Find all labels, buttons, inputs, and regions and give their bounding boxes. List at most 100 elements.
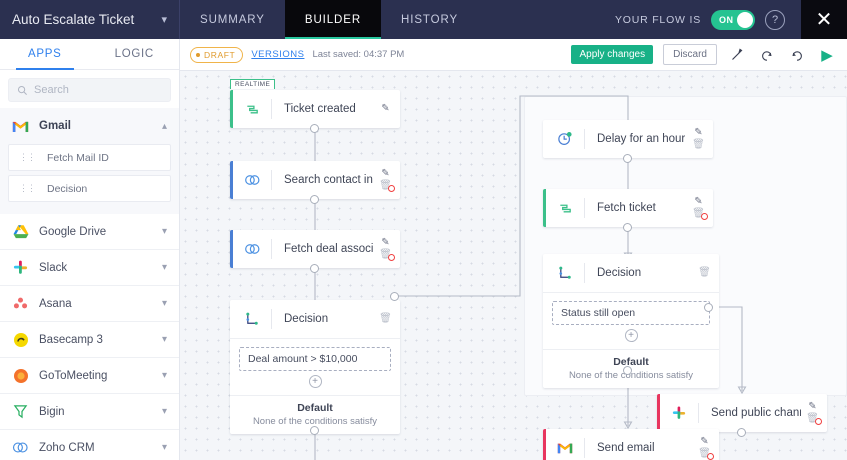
toggle-state-label: ON <box>719 14 734 25</box>
flow-node-fetch-deal-associated[interactable]: Fetch deal associated ... ✎ 🗑 <box>230 230 400 268</box>
edit-icon[interactable]: ✎ <box>694 127 703 138</box>
node-output-port[interactable] <box>310 264 319 273</box>
undo-icon[interactable] <box>757 45 777 65</box>
versions-link[interactable]: VERSIONS <box>251 49 305 60</box>
delete-icon[interactable]: 🗑 <box>379 249 392 260</box>
default-title: Default <box>297 402 333 414</box>
delete-icon[interactable]: 🗑 <box>806 413 819 424</box>
sidebar-item-gotomeeting[interactable]: GoToMeeting ▾ <box>0 358 179 394</box>
app-name-label: Zoho CRM <box>39 441 95 454</box>
node-actions: ✎ 🗑 <box>687 189 713 227</box>
bigin-icon <box>12 403 29 420</box>
flow-enable-toggle[interactable]: ON <box>711 9 755 30</box>
sidebar-tab-logic[interactable]: LOGIC <box>90 39 180 69</box>
sidebar-item-asana[interactable]: Asana ▾ <box>0 286 179 322</box>
decision-default-port[interactable] <box>623 366 632 375</box>
chevron-down-icon: ▾ <box>161 262 167 273</box>
play-icon[interactable]: ▶ <box>821 46 833 64</box>
edit-icon[interactable]: ✎ <box>381 168 390 179</box>
condition-chip[interactable]: Deal amount > $10,000 <box>239 347 391 371</box>
flow-node-delay-for-an-hour[interactable]: Delay for an hour ✎ 🗑 <box>543 120 713 158</box>
flow-node-decision-left[interactable]: Decision 🗑 Deal amount > $10,000 + Defau… <box>230 300 400 434</box>
flow-state-label: YOUR FLOW IS <box>614 13 701 26</box>
flow-node-send-public-channel-message[interactable]: Send public channel m... ✎ 🗑 <box>657 394 827 432</box>
asana-icon <box>12 295 29 312</box>
sidebar-item-slack[interactable]: Slack ▾ <box>0 250 179 286</box>
edit-icon[interactable]: ✎ <box>694 196 703 207</box>
decision-default-branch: Default None of the conditions satisfy <box>230 395 400 434</box>
flow-node-search-contact-in-crm[interactable]: Search contact in CRM ✎ 🗑 <box>230 161 400 199</box>
top-tab-group: SUMMARY BUILDER HISTORY <box>180 0 478 39</box>
flow-node-fetch-ticket[interactable]: Fetch ticket ✎ 🗑 <box>543 189 713 227</box>
edit-icon[interactable]: ✎ <box>808 401 817 412</box>
list-item[interactable]: ⋮⋮ Fetch Mail ID <box>8 144 171 171</box>
search-input[interactable]: Search <box>8 78 171 102</box>
delete-icon[interactable]: 🗑 <box>692 208 705 219</box>
node-accent-bar <box>230 230 233 268</box>
apply-changes-button[interactable]: Apply changes <box>571 45 654 64</box>
node-divider <box>271 239 272 259</box>
decision-condition-port[interactable] <box>390 292 399 301</box>
chevron-down-icon: ▾ <box>161 334 167 345</box>
drag-handle-icon[interactable]: ⋮⋮ <box>19 183 36 193</box>
tab-builder[interactable]: BUILDER <box>284 0 382 39</box>
slack-icon <box>660 394 698 432</box>
add-condition-icon[interactable]: + <box>308 375 322 388</box>
decision-condition-port[interactable] <box>704 303 713 312</box>
sidebar-tab-apps[interactable]: APPS <box>0 39 90 70</box>
node-output-port[interactable] <box>310 195 319 204</box>
condition-chip[interactable]: Status still open <box>552 301 710 325</box>
app-list: Gmail ▴ ⋮⋮ Fetch Mail ID ⋮⋮ Decision <box>0 108 179 460</box>
node-title: Fetch ticket <box>597 202 656 214</box>
delete-icon[interactable]: 🗑 <box>692 139 705 150</box>
edit-icon[interactable]: ✎ <box>381 237 390 248</box>
node-output-port[interactable] <box>623 223 632 232</box>
delete-icon[interactable]: 🗑 <box>379 313 392 324</box>
flow-node-ticket-created[interactable]: REALTIME Ticket created ✎ <box>230 79 400 128</box>
flow-canvas[interactable]: REALTIME Ticket created ✎ <box>180 71 847 460</box>
delete-icon[interactable]: 🗑 <box>698 267 711 278</box>
error-indicator-icon <box>815 418 822 425</box>
node-title: Decision <box>284 313 329 325</box>
node-output-port[interactable] <box>310 124 319 133</box>
default-title: Default <box>613 356 649 368</box>
redo-icon[interactable] <box>787 45 807 65</box>
edit-icon[interactable]: ✎ <box>700 436 709 447</box>
sidebar-tab-logic-label: LOGIC <box>114 48 154 60</box>
node-divider <box>584 263 585 283</box>
node-output-port[interactable] <box>737 428 746 437</box>
help-icon[interactable]: ? <box>765 9 785 30</box>
node-actions: 🗑 <box>693 254 719 292</box>
drag-handle-icon[interactable]: ⋮⋮ <box>19 152 36 162</box>
node-title: Send public channel m... <box>711 407 801 419</box>
sidebar-item-gmail[interactable]: Gmail ▴ <box>0 108 179 144</box>
tab-history[interactable]: HISTORY <box>381 0 478 39</box>
sidebar-item-google-drive[interactable]: Google Drive ▾ <box>0 214 179 250</box>
flow-name-dropdown[interactable]: Auto Escalate Ticket ▾ <box>0 0 180 39</box>
close-icon[interactable]: ✕ <box>801 0 847 39</box>
gmail-icon <box>546 429 584 460</box>
edit-icon[interactable]: ✎ <box>381 103 390 114</box>
gmail-sub-items: ⋮⋮ Fetch Mail ID ⋮⋮ Decision <box>0 144 179 214</box>
sidebar-item-zoho-crm[interactable]: Zoho CRM ▾ <box>0 430 179 460</box>
flow-node-send-email[interactable]: Send email ✎ 🗑 <box>543 429 719 460</box>
sidebar-item-basecamp-3[interactable]: Basecamp 3 ▾ <box>0 322 179 358</box>
tab-summary[interactable]: SUMMARY <box>180 0 285 39</box>
node-accent-bar <box>543 189 546 227</box>
add-condition-icon[interactable]: + <box>624 329 638 342</box>
magic-wand-icon[interactable] <box>727 45 747 65</box>
decision-default-port[interactable] <box>310 426 319 435</box>
delete-icon[interactable]: 🗑 <box>698 448 711 459</box>
discard-button[interactable]: Discard <box>663 44 717 65</box>
node-output-port[interactable] <box>623 154 632 163</box>
flow-node-decision-right[interactable]: Decision 🗑 Status still open + Default N… <box>543 254 719 388</box>
delete-icon[interactable]: 🗑 <box>379 180 392 191</box>
chevron-down-icon: ▾ <box>161 298 167 309</box>
status-badge: DRAFT <box>190 46 244 63</box>
sidebar-item-bigin[interactable]: Bigin ▾ <box>0 394 179 430</box>
node-divider <box>584 129 585 149</box>
list-item[interactable]: ⋮⋮ Decision <box>8 175 171 202</box>
sidebar-tab-group: APPS LOGIC <box>0 39 179 70</box>
search-icon <box>17 85 27 95</box>
